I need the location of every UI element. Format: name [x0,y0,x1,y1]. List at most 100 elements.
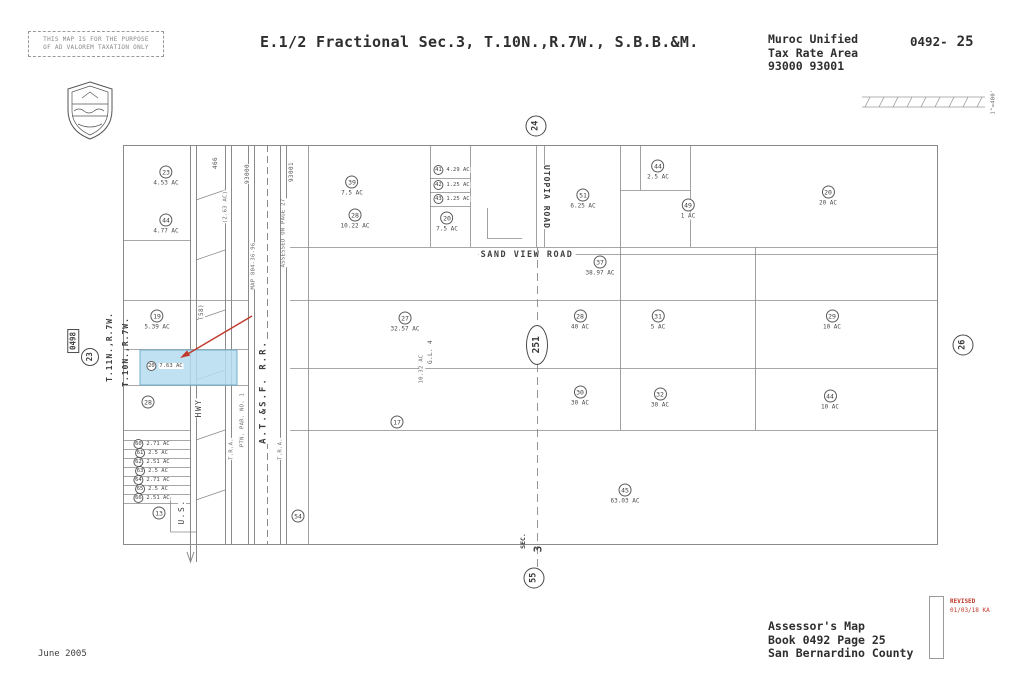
county-seal-icon [67,81,113,140]
parcel-number: 51 [576,188,590,202]
parcel-acreage: 38.97 AC [584,269,616,277]
map-date: June 2005 [38,649,87,659]
section-number: 3 [531,545,545,553]
edge-marker-top-label: 24 [530,120,541,132]
book-code: 0492- [910,34,948,49]
parcel-number: 45 [618,483,632,497]
township-label-lower: T.10N.,R.7W. [121,317,130,387]
parcel-acreage: 20 AC [817,199,839,207]
parcel-number: 31 [651,309,665,323]
parcel-acreage: 4.29 AC [445,167,471,173]
parcel-number: 17 [390,415,404,429]
edge-marker-bottom: 55 [523,567,545,589]
stamp-line1: THIS MAP IS FOR THE PURPOSE [43,36,149,43]
parcel-number: 37 [593,255,607,269]
parcel-acreage: 10 AC [821,323,843,331]
edge-marker-left-circle: 23 [81,348,99,366]
tax-rate-codes: 93000 93001 [768,59,845,73]
parcel-acreage: 32.57 AC [389,325,421,333]
parcel-number: 44 [651,159,665,173]
map-title: E.1/2 Fractional Sec.3, T.10N.,R.7W., S.… [260,33,699,51]
stamp-line2: OF AD VALOREM TAXATION ONLY [43,44,149,51]
tra-label-2: T.R.A. [277,438,284,460]
parcel-acreage: 40 AC [569,323,591,331]
parcel-acreage: 1 AC [679,212,697,220]
parcel-acreage: 7.63 AC [158,363,184,369]
utopia-road-label: UTOPIA ROAD [542,165,551,229]
us-label: U.S. [177,499,186,525]
parcel-number: 27 [398,311,412,325]
edge-marker-bottom-label: 55 [528,572,539,584]
edge-marker-top: 24 [525,115,547,137]
government-lot-label: G.L. 4 [427,339,434,365]
tra-code-b: 93001 [288,161,295,183]
parcel-acreage: 7.5 AC [435,225,459,233]
parcel-acreage: 2.5 AC [147,468,169,474]
government-lot-acreage: 10.32 AC [418,354,425,384]
parcel-acreage: 1.25 AC [445,182,471,188]
center-section-marker: 251 [526,325,548,365]
parcel-marker: 28 [141,395,155,409]
tra-label-1: T.R.A. [228,438,235,460]
parcel-number: 28 [573,309,587,323]
parcel-marker: 17 [390,415,404,429]
parcel-number: 30 [573,385,587,399]
map-border [123,145,938,545]
assessor-line1: Assessor's Map [768,619,865,633]
parcel-number: 29 [825,309,839,323]
parcel-number: 28 [348,208,362,222]
parcel-acreage: 2.71 AC [145,477,171,483]
parcel-marker: 54 [291,509,305,523]
page-number: 25 [956,34,974,50]
assessor-line3: San Bernardino County [768,646,914,660]
parcel-acreage: 30 AC [569,399,591,407]
sand-view-road-label: SAND VIEW ROAD [478,249,576,260]
parcel-acreage: 6.25 AC [569,202,597,210]
parcel-acreage: 63.03 AC [609,497,641,505]
assessor-line2: Book 0492 Page 25 [768,632,886,647]
adjacent-book-label: 0498 [67,328,79,354]
parcel-acreage: 2.51 AC [145,495,171,501]
highway-label: HWY [194,398,203,418]
district-name: Muroc Unified [768,32,859,46]
edge-marker-right: 26 [952,334,974,356]
route-58-label: (58) [198,303,205,321]
parcel-acreage: 30 AC [649,401,671,409]
parcel-boundaries [123,145,938,545]
adjacent-book-box: 0498 [67,328,79,354]
revised-label: REVISED [950,598,976,605]
parcel-acreage: 4.53 AC [152,179,180,187]
parcel-number: 20 [440,211,454,225]
railroad-acreage: (2.63 AC) [222,190,229,224]
parcel-acreage: 2.5 AC [646,173,670,181]
assessor-block: Assessor's Map Book 0492 Page 25 San Ber… [768,619,914,661]
center-section-label: 251 [531,336,543,354]
map-reference: MAP 804-36-96 [250,242,257,290]
parcel-acreage: 5 AC [649,323,667,331]
edge-marker-bottom-circle: 55 [523,567,545,589]
parcel-number: 39 [345,175,359,189]
edge-marker-left: 23 [81,348,99,366]
highway-arrowhead [186,551,195,564]
parcel-number: 44 [823,389,837,403]
parcel-number: 20 [146,361,157,371]
railroad-label: A.T.&S.F. R.R. [258,340,269,444]
parcel-number: 41 [433,165,444,175]
